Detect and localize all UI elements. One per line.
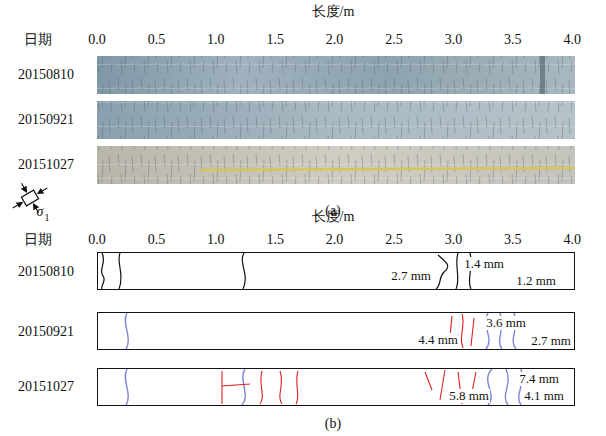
tick-label: 2.5 [385, 32, 403, 47]
axis-title: 日期 [24, 232, 52, 247]
tick-label: 0.0 [88, 232, 106, 247]
tick-label: 4.0 [563, 32, 581, 47]
crack-width-label: 2.7 mm [530, 334, 572, 348]
date-label: 20151027 [18, 379, 74, 394]
date-label: 20151027 [18, 157, 74, 172]
tick-label: 1.0 [207, 232, 225, 247]
crack-width-label: 4.4 mm [417, 333, 459, 347]
crack-width-label: 1.2 mm [515, 274, 557, 288]
tick-label: 1.5 [266, 32, 284, 47]
tick-label: 3.0 [445, 232, 463, 247]
crack-width-label: 1.4 mm [463, 257, 505, 271]
panel-label: (b) [325, 416, 341, 431]
tick-label: 0.5 [148, 232, 166, 247]
crack-map-strip: 2.7 mm 1.4 mm 1.2 mm [97, 252, 575, 290]
tick-label: 2.5 [385, 232, 403, 247]
axis-title: 日期 [24, 32, 52, 47]
date-label: 20150810 [18, 264, 74, 279]
tick-label: 2.0 [326, 32, 344, 47]
tick-label: 1.5 [266, 232, 284, 247]
stress-symbol-label: σ [37, 204, 44, 219]
crack-width-label: 7.4 mm [518, 372, 560, 386]
tick-label: 4.0 [563, 232, 581, 247]
stress-subscript: 1 [45, 212, 50, 223]
crack-width-label: 5.8 mm [448, 389, 490, 403]
crack-map-strip: 7.4 mm 5.8 mm 4.1 mm [97, 368, 575, 406]
tick-label: 0.5 [148, 32, 166, 47]
tick-label: 0.0 [88, 32, 106, 47]
date-label: 20150921 [18, 324, 74, 339]
tick-label: 3.5 [504, 32, 522, 47]
crack-width-label: 2.7 mm [390, 269, 432, 283]
crack-width-label: 3.6 mm [485, 316, 527, 330]
axis-title: 长度/m [312, 4, 355, 19]
tick-label: 3.5 [504, 232, 522, 247]
tick-label: 2.0 [326, 232, 344, 247]
date-label: 20150921 [18, 112, 74, 127]
axis-title: 长度/m [312, 209, 355, 224]
tick-label: 3.0 [445, 32, 463, 47]
date-label: 20150810 [18, 67, 74, 82]
crack-map-strip: 3.6 mm 4.4 mm 2.7 mm [97, 312, 575, 350]
tick-label: 1.0 [207, 32, 225, 47]
crack-width-label: 4.1 mm [523, 389, 565, 403]
